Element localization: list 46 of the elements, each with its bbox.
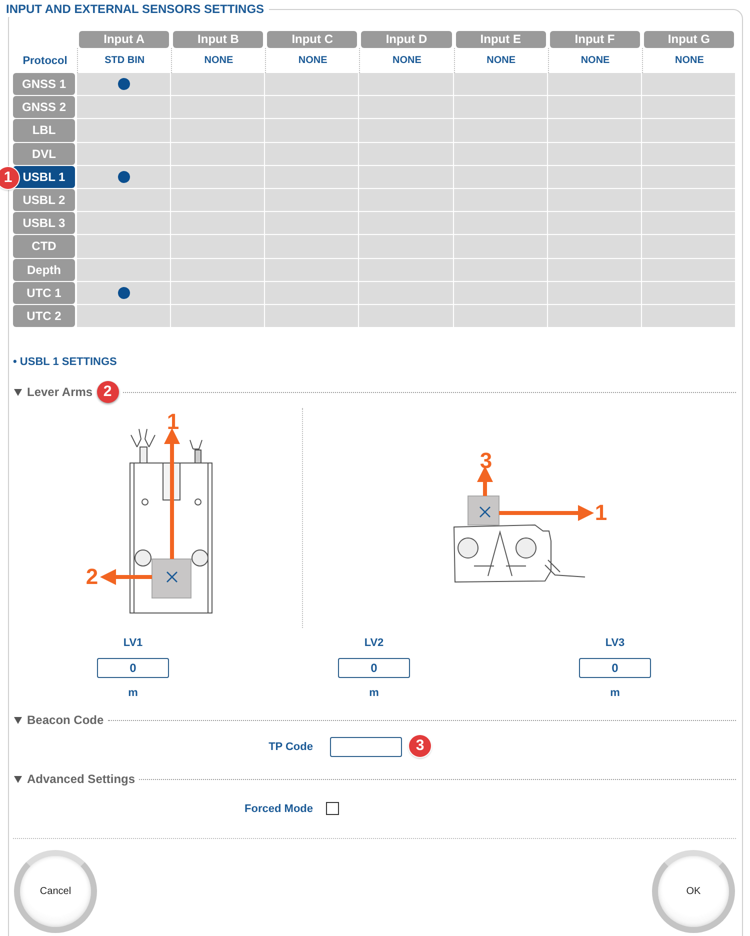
selection-dot: [118, 170, 130, 183]
group-heading: Lever Arms: [27, 385, 93, 399]
column-header: Input D: [361, 31, 452, 48]
column-header: Input E: [456, 31, 546, 48]
input-field: 0: [97, 658, 169, 678]
column-header: Input C: [267, 31, 358, 48]
axis-number: 1: [594, 502, 608, 524]
row-header: USBL 3: [13, 212, 75, 234]
input-field: 0: [579, 658, 651, 678]
row-header: LBL: [13, 119, 75, 142]
row-header: CTD: [13, 235, 75, 258]
row-header: GNSS 1: [13, 73, 75, 96]
selection-dot: [118, 286, 130, 299]
axis-number: 3: [480, 450, 492, 472]
cancel-button: Cancel: [14, 850, 97, 933]
field-label: TP Code: [268, 741, 313, 753]
column-title: Protocol: [22, 54, 68, 66]
row-header: UTC 2: [13, 304, 75, 328]
unit-label: m: [369, 687, 379, 699]
row-header: USBL 2: [13, 188, 75, 212]
field-label: LV3: [605, 637, 625, 649]
field-label: LV1: [123, 637, 143, 649]
field-label: Forced Mode: [244, 803, 313, 815]
row-header: UTC 1: [13, 282, 75, 304]
group-heading: Beacon Code: [27, 713, 104, 727]
column-header: Input A: [79, 31, 170, 48]
selected-row-header: USBL 1: [13, 166, 75, 188]
input-field: 0: [338, 658, 410, 678]
ok-button: OK: [652, 850, 735, 933]
section-heading: • USBL 1 SETTINGS: [13, 356, 117, 368]
axis-number: 1: [166, 411, 180, 433]
callout-number: 2: [96, 381, 119, 403]
unit-label: m: [128, 687, 138, 699]
row-header: GNSS 2: [13, 96, 75, 118]
row-header: DVL: [13, 142, 75, 165]
callout-number: 1: [0, 167, 19, 189]
column-header: Input B: [173, 31, 264, 48]
axis-number: 2: [86, 566, 98, 588]
group-heading: Advanced Settings: [27, 772, 136, 786]
callout-number: 3: [409, 735, 431, 757]
row-header: Depth: [13, 258, 75, 281]
column-header: Input G: [644, 31, 734, 48]
column-header: Input F: [550, 31, 640, 48]
selection-dot: [118, 78, 130, 90]
unit-label: m: [610, 687, 620, 699]
field-label: LV2: [364, 637, 384, 649]
